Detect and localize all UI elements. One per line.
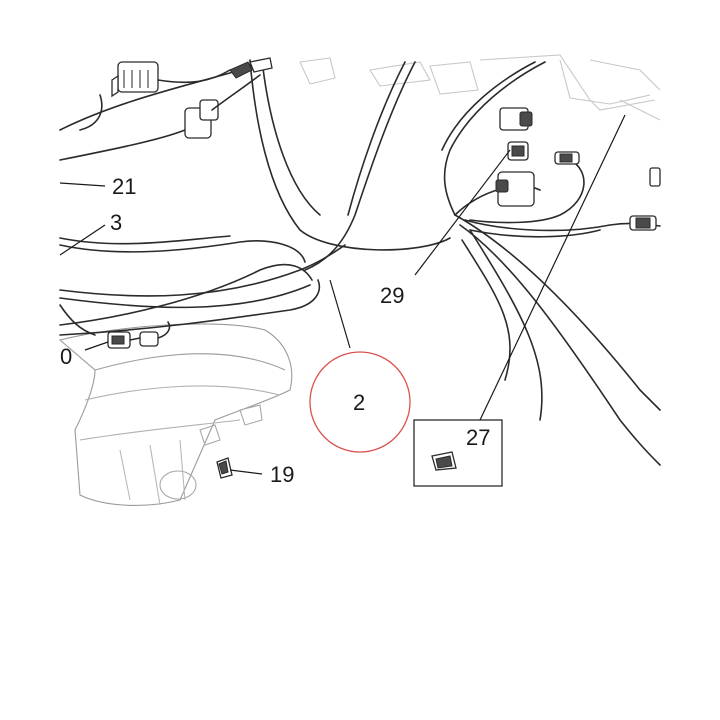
callout-19: 19 (270, 462, 294, 487)
connector-0 (107, 321, 171, 349)
headlight-assembly (58, 323, 293, 506)
main-harness (59, 59, 661, 466)
connector-top-left (79, 61, 231, 131)
leader-lines (59, 114, 626, 475)
clip-19 (216, 457, 233, 479)
callout-21: 21 (112, 174, 136, 199)
callout-0: 0 (60, 344, 72, 369)
inset-box-27 (413, 419, 503, 487)
background-frame (299, 54, 661, 121)
highlight-circle (309, 351, 411, 453)
callout-labels: 21 3 0 29 2 27 19 (60, 174, 490, 487)
callout-29: 29 (380, 283, 404, 308)
callout-2: 2 (353, 390, 365, 415)
callout-3: 3 (110, 210, 122, 235)
connector-upper (184, 57, 273, 139)
relay-cluster (495, 107, 661, 231)
callout-27: 27 (466, 425, 490, 450)
